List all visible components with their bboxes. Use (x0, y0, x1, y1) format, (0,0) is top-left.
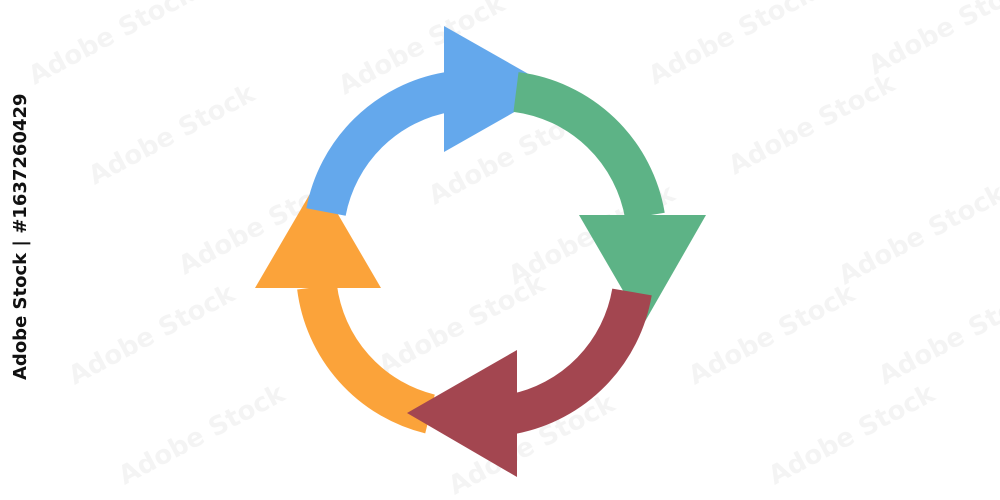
blue-arrow-head (444, 26, 555, 152)
red-arrow-head (407, 350, 517, 477)
orange-arrow-body (297, 284, 436, 434)
red-arrow (407, 288, 652, 477)
green-arrow (512, 72, 706, 325)
green-arrow-head (579, 215, 706, 325)
blue-arrow (306, 26, 555, 217)
red-arrow-body (508, 288, 652, 434)
orange-arrow (255, 180, 436, 434)
blue-arrow-body (306, 72, 452, 217)
green-arrow-body (512, 72, 665, 220)
orange-arrow-head (255, 180, 381, 288)
